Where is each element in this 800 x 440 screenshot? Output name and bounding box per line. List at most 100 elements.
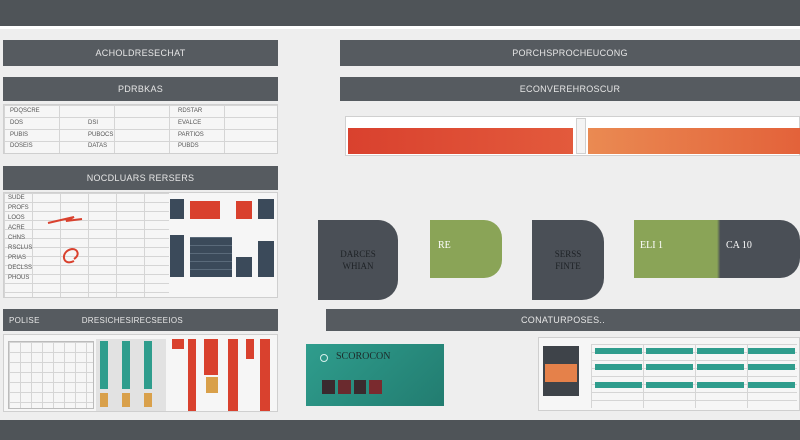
table-row: PUBIS PUBOCS PARTIOS [8,132,273,142]
row-label: PRIAS [8,255,27,261]
teal-cell [748,348,795,354]
color-swatch [369,380,382,394]
orange-thumb-inner [545,364,577,382]
bar-group [96,339,166,411]
red-progress-bar [348,128,573,154]
orange-block [122,393,130,407]
cell: RDSTAR [178,108,203,114]
mini-chart [170,199,275,289]
teal-cell [748,382,795,388]
row-label: PHOUS [8,275,30,281]
green-tile[interactable]: RE [430,220,502,278]
left-mid-header: NOCDLUARS RERSERS [3,166,278,190]
orange-thumbnail [543,346,579,396]
chart-block [190,201,220,219]
red-bar [246,339,254,359]
right-table-panel [538,337,800,411]
table-row [595,364,795,370]
teal-cell [697,348,744,354]
right-top-header: PORCHSPROCHEUCONG [340,40,800,66]
teal-cell [646,382,693,388]
left-bottom-panel [3,334,278,412]
teal-cell [595,382,642,388]
red-bar [172,339,184,349]
cell: PDQSCRE [10,108,40,114]
cell: PUBDS [178,143,199,149]
teal-cell [748,364,795,370]
row-label: RSCLUS [8,245,33,251]
table-row [595,348,795,354]
chart-block [236,201,252,219]
right-table-grid [591,344,797,408]
table-grid [4,105,277,153]
calendar-grid [8,341,94,409]
chart-block [190,237,232,277]
tile-title: SERSS [554,249,582,259]
table-row: DOS DSI EVALCE [8,120,273,130]
table-row [595,382,795,388]
green-tile-label: RE [438,240,451,251]
teal-cell [595,348,642,354]
orange-block [100,393,108,407]
left-data-table: PDQSCRE RDSTAR DOS DSI EVALCE PUBIS PUBO… [3,104,278,154]
left-top-header: ACHOLDRESECHAT [3,40,278,66]
teal-bar [122,341,130,389]
teal-cell [697,382,744,388]
orange-block [144,393,152,407]
progress-divider [576,118,586,154]
teal-cell [697,364,744,370]
red-bar [204,339,218,375]
right-bottom-header: CONATURPOSES.. [326,309,800,331]
cell: DSI [88,120,99,126]
left-mid-panel: SUDE PROFS LOOS ACRE CHNS RSCLUS PRIAS D… [3,192,278,298]
teal-card[interactable]: SCOROCON [306,344,444,406]
wide-tile[interactable]: ELI 1 CA 10 [634,220,800,278]
row-label: SUDE [8,195,25,201]
tile-subtitle: WHIAN [342,261,374,271]
teal-bar [100,341,108,389]
dark-tile[interactable]: SERSS FINTE [532,220,604,300]
row-label: CHNS [8,235,26,241]
top-bar-divider [0,26,800,29]
row-label: ACRE [8,225,25,231]
top-app-bar [0,0,800,26]
teal-bar [144,341,152,389]
left-bottom-header: POLISE DRESICHESIRECSEEIOS [3,309,278,331]
chart-block [258,241,274,277]
chart-block [258,199,274,219]
right-sub-header: ECONVEREHROSCUR [340,77,800,101]
bottom-status-bar [0,420,800,440]
cell: EVALCE [178,120,202,126]
mid-panel-grid [4,193,169,297]
bottom-header-left-label: POLISE [9,315,40,325]
card-logo-icon [320,354,328,362]
cell: PUBOCS [88,132,114,138]
table-row: PDQSCRE RDSTAR [8,108,273,118]
teal-cell [595,364,642,370]
teal-card-title: SCOROCON [336,351,391,362]
color-swatch [322,380,335,394]
wide-tile-right-label: CA 10 [726,240,752,251]
cell: PARTIOS [178,132,204,138]
teal-cell [646,348,693,354]
red-annotation-icon [47,216,83,264]
left-sub-header: PDRBKAS [3,77,278,101]
chart-block [236,257,252,277]
orange-progress-bar [588,128,800,154]
chart-block [170,199,184,219]
color-swatch [337,380,351,394]
tile-subtitle: FINTE [555,261,581,271]
table-row: DOSEIS DATAS PUBDS [8,143,273,153]
red-bar [260,339,270,411]
swatch-row [322,380,382,394]
red-bar-group [168,339,276,411]
row-label: LOOS [8,215,25,221]
teal-cell [646,364,693,370]
wide-tile-left-label: ELI 1 [640,240,664,251]
chart-block [170,235,184,277]
dark-tile[interactable]: DARCES WHIAN [318,220,398,300]
orange-block [206,377,218,393]
row-label: DECLSS [8,265,33,271]
cell: DATAS [88,143,108,149]
red-bar [228,339,238,411]
